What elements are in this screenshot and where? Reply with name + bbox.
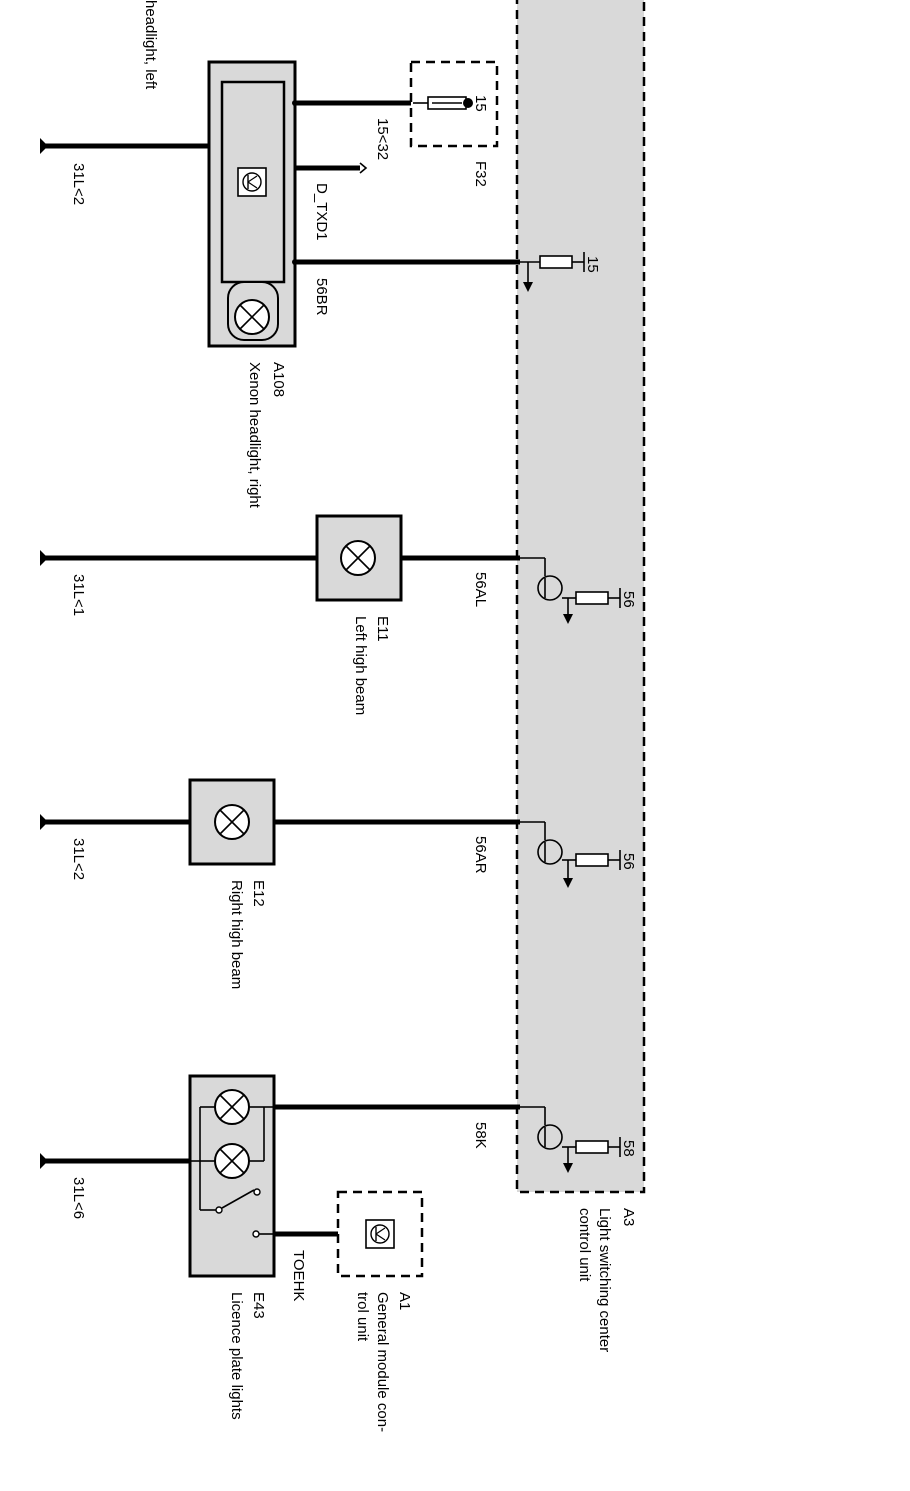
- lamp-icon: [214, 1143, 250, 1179]
- ground-label-2: 31L<1: [70, 574, 87, 616]
- wire-toehk-label: TOEHK: [290, 1250, 307, 1301]
- a3-id-label: A3: [620, 1208, 637, 1226]
- headlight-left-label: headlight, left: [142, 0, 159, 90]
- a3-terminal-15: [520, 252, 585, 292]
- a3-terminal-15-label: 15: [584, 256, 601, 273]
- e12-name-label: Right high beam: [228, 880, 245, 989]
- a3-terminal-56-label-1: 56: [620, 591, 637, 608]
- a3-name-line2-label: control unit: [576, 1208, 593, 1282]
- f32-fuse: [409, 60, 499, 148]
- e12-id-label: E12: [250, 880, 267, 907]
- ground-label-1: 31L<2: [70, 163, 87, 205]
- lamp-icon: [234, 299, 270, 335]
- e43-name-label: Licence plate lights: [228, 1292, 245, 1420]
- ground-arrow-icon: [40, 814, 48, 830]
- a3-transistor-56ar: [520, 821, 621, 888]
- a3-transistor-58k: [520, 1106, 621, 1173]
- wire-d-txd1-label: D_TXD1: [313, 183, 330, 241]
- f32-terminal-label: 15: [472, 95, 489, 112]
- switch-icon: [200, 1188, 274, 1238]
- a108-id-label: A108: [270, 362, 287, 397]
- lamp-icon: [340, 540, 376, 576]
- a3-terminal-56-label-2: 56: [620, 853, 637, 870]
- wire-58k-label: 58K: [472, 1122, 489, 1149]
- a3-name-line1-label: Light switching center: [596, 1208, 613, 1352]
- a1-name-line2-label: trol unit: [354, 1292, 371, 1342]
- ground-arrow-icon: [40, 550, 48, 566]
- f32-id-label: F32: [472, 161, 489, 187]
- ground-label-4: 31L<6: [70, 1177, 87, 1219]
- e43-id-label: E43: [250, 1292, 267, 1319]
- a108-xenon-headlight-right: [207, 60, 297, 348]
- a108-name-label: Xenon headlight, right: [246, 362, 263, 509]
- wire-56br-label: 56BR: [313, 278, 330, 316]
- ground-label-3: 31L<2: [70, 838, 87, 880]
- e11-name-label: Left high beam: [352, 616, 369, 715]
- lamp-icon: [214, 1089, 250, 1125]
- e12-right-high-beam: [188, 778, 276, 866]
- a3-terminal-58-label: 58: [620, 1140, 637, 1157]
- lamp-icon: [214, 804, 250, 840]
- wire-15-32-label: 15<32: [374, 118, 391, 160]
- control-module-icon: [365, 1219, 395, 1249]
- wire-56ar-label: 56AR: [472, 836, 489, 874]
- e43-licence-plate-lights: [188, 1074, 276, 1278]
- a1-id-label: A1: [396, 1292, 413, 1310]
- ground-arrow-icon: [40, 138, 48, 154]
- a3-transistor-56al: [520, 557, 621, 624]
- a1-name-line1-label: General module con-: [374, 1292, 391, 1432]
- wire-56al-label: 56AL: [472, 572, 489, 607]
- control-module-icon: [237, 167, 267, 197]
- e11-id-label: E11: [374, 616, 391, 642]
- a1-general-module: [336, 1190, 424, 1278]
- e11-left-high-beam: [315, 514, 403, 602]
- ground-arrow-icon: [40, 1153, 48, 1169]
